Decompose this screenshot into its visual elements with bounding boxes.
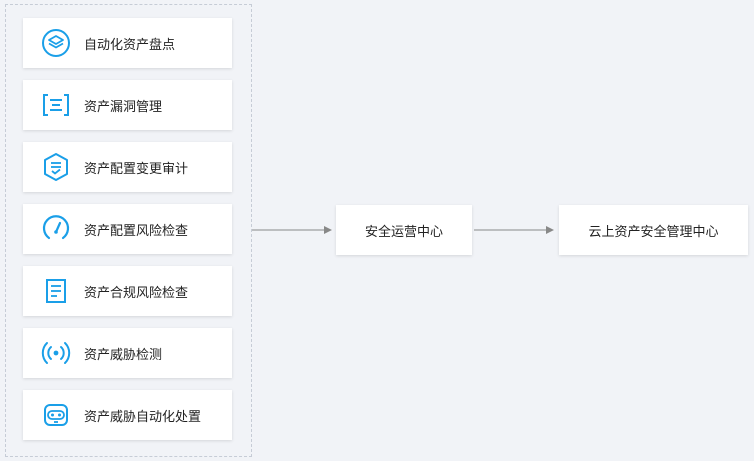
item-vulnerability-management: 资产漏洞管理 — [23, 80, 232, 130]
node-cloud-asset-security-center: 云上资产安全管理中心 — [559, 205, 748, 255]
item-label: 资产威胁检测 — [84, 347, 163, 363]
item-label: 资产威胁自动化处置 — [84, 409, 202, 425]
item-threat-auto-response: 资产威胁自动化处置 — [23, 390, 232, 440]
layers-icon — [41, 28, 71, 58]
node-security-operations-center: 安全运营中心 — [336, 205, 472, 255]
item-asset-inventory: 自动化资产盘点 — [23, 18, 232, 68]
audit-shield-icon — [41, 152, 71, 182]
item-label: 资产合规风险检查 — [84, 285, 189, 301]
radar-icon — [41, 338, 71, 368]
item-label: 资产漏洞管理 — [84, 99, 163, 115]
item-label: 资产配置风险检查 — [84, 223, 189, 239]
document-icon — [41, 276, 71, 306]
item-threat-detection: 资产威胁检测 — [23, 328, 232, 378]
item-label: 资产配置变更审计 — [84, 161, 189, 177]
arrow-group-to-center — [252, 226, 332, 234]
arrow-center-to-right — [474, 226, 554, 234]
item-config-risk-check: 资产配置风险检查 — [23, 204, 232, 254]
item-config-change-audit: 资产配置变更审计 — [23, 142, 232, 192]
item-label: 自动化资产盘点 — [84, 37, 176, 53]
item-compliance-risk-check: 资产合规风险检查 — [23, 266, 232, 316]
capabilities-group — [5, 4, 252, 457]
robot-icon — [41, 400, 71, 430]
gauge-icon — [41, 214, 71, 244]
scan-list-icon — [41, 90, 71, 120]
